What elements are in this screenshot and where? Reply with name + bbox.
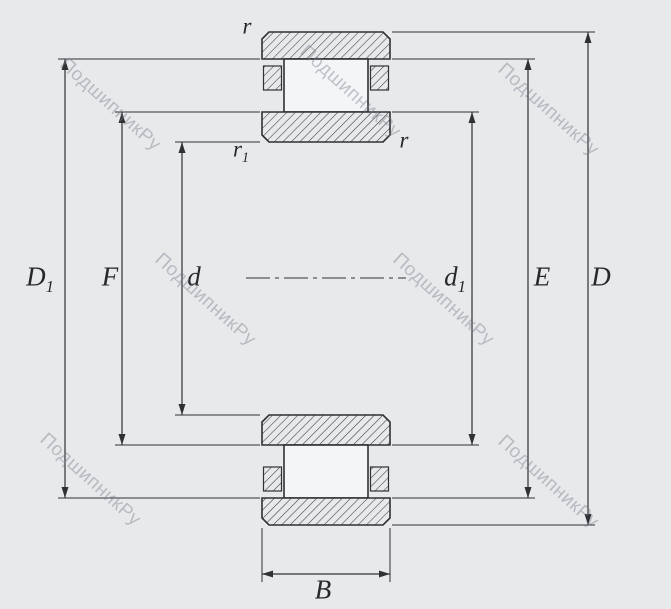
label-D: D — [591, 261, 611, 292]
outer-ring-top — [261, 31, 391, 60]
cage-bottom-right — [369, 466, 390, 492]
inner-ring-top — [261, 111, 391, 143]
label-F: F — [101, 261, 119, 292]
extension-lines — [58, 31, 595, 582]
label-d1: d1 — [444, 261, 466, 296]
label-B: B — [314, 574, 332, 605]
dimension-lines — [64, 32, 589, 575]
label-E: E — [533, 261, 551, 292]
roller-bottom — [283, 444, 369, 499]
cage-top-right — [369, 65, 390, 91]
label-d: d — [187, 261, 201, 292]
inner-ring-bottom — [261, 414, 391, 446]
cage-top-left — [262, 65, 283, 91]
roller-top — [283, 58, 369, 113]
dimension-arrows — [61, 32, 592, 578]
label-r-right: r — [399, 127, 409, 153]
cage-bottom-left — [262, 466, 283, 492]
label-D1: D1 — [26, 261, 54, 296]
bearing-section — [261, 31, 391, 526]
label-r-top: r — [242, 13, 252, 39]
outer-ring-bottom — [261, 497, 391, 526]
label-r1-left: r1 — [232, 136, 250, 167]
